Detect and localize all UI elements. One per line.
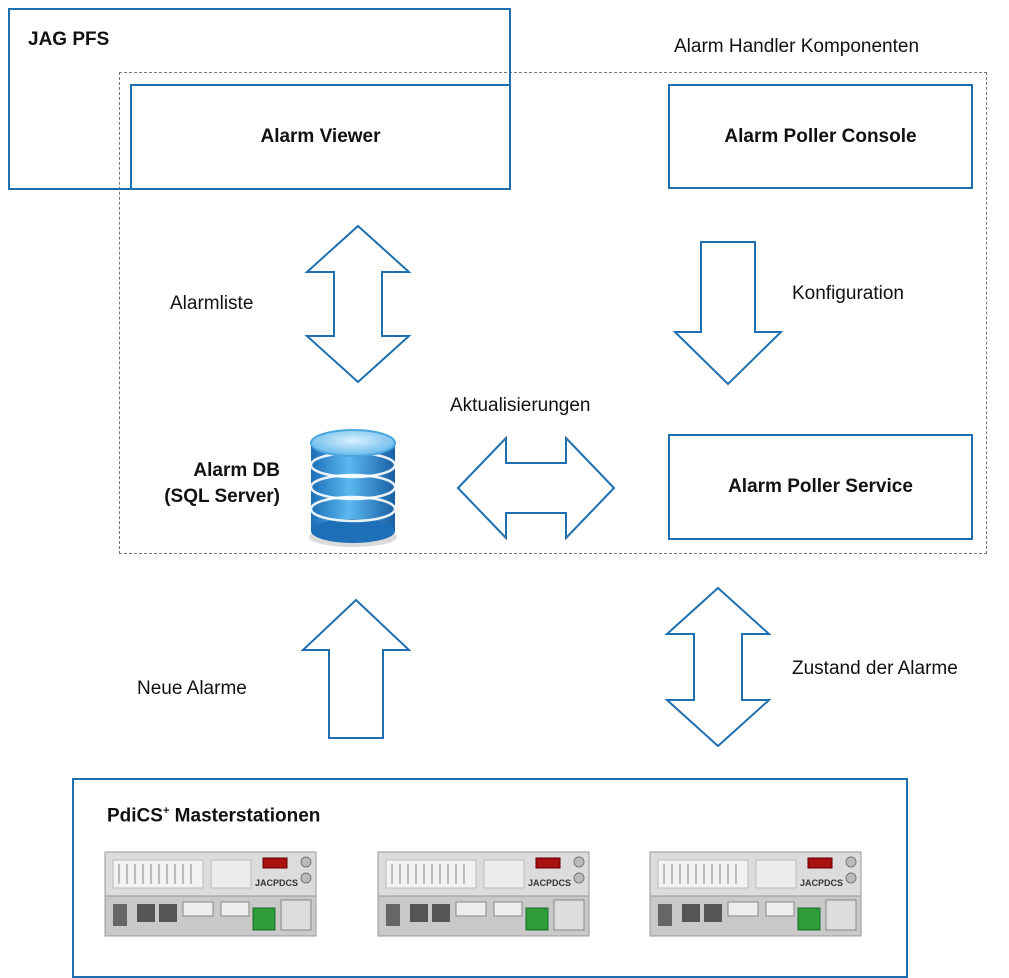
svg-text:JACPDCS: JACPDCS [528, 878, 571, 888]
konfiguration-arrow [672, 241, 784, 386]
aktualisierungen-arrow [456, 435, 616, 541]
master-station-device: JACPDCS [376, 850, 591, 938]
poller-console-label: Alarm Poller Console [724, 125, 917, 147]
masterstationen-title: PdiCS+ Masterstationen [107, 805, 321, 827]
database-label: Alarm DB (SQL Server) [120, 458, 280, 510]
database-label-line1: Alarm DB [193, 460, 280, 481]
svg-text:JACPDCS: JACPDCS [800, 878, 843, 888]
zustand-label: Zustand der Alarme [792, 658, 958, 679]
master-station-device: JACPDCS [103, 850, 318, 938]
poller-service-label: Alarm Poller Service [728, 476, 913, 497]
group-label: Alarm Handler Komponenten [674, 36, 920, 57]
poller-console-box: Alarm Poller Console [668, 84, 973, 189]
database-icon [309, 429, 397, 547]
jag-pfs-title: JAG PFS [28, 29, 110, 50]
alarm-handler-group [119, 72, 987, 554]
konfiguration-label: Konfiguration [792, 283, 904, 304]
aktualisierungen-label: Aktualisierungen [450, 395, 591, 416]
neue-alarme-arrow [300, 598, 412, 739]
zustand-arrow [664, 586, 772, 748]
alarm-viewer-label: Alarm Viewer [260, 126, 381, 147]
poller-service-box: Alarm Poller Service [668, 434, 973, 540]
database-label-line2: (SQL Server) [164, 486, 280, 507]
alarmliste-label: Alarmliste [170, 293, 254, 314]
svg-text:JACPDCS: JACPDCS [255, 878, 298, 888]
master-station-device: JACPDCS [648, 850, 863, 938]
neue-alarme-label: Neue Alarme [137, 678, 247, 699]
alarmliste-arrow [304, 224, 412, 384]
alarm-viewer-box: Alarm Viewer [130, 84, 511, 190]
